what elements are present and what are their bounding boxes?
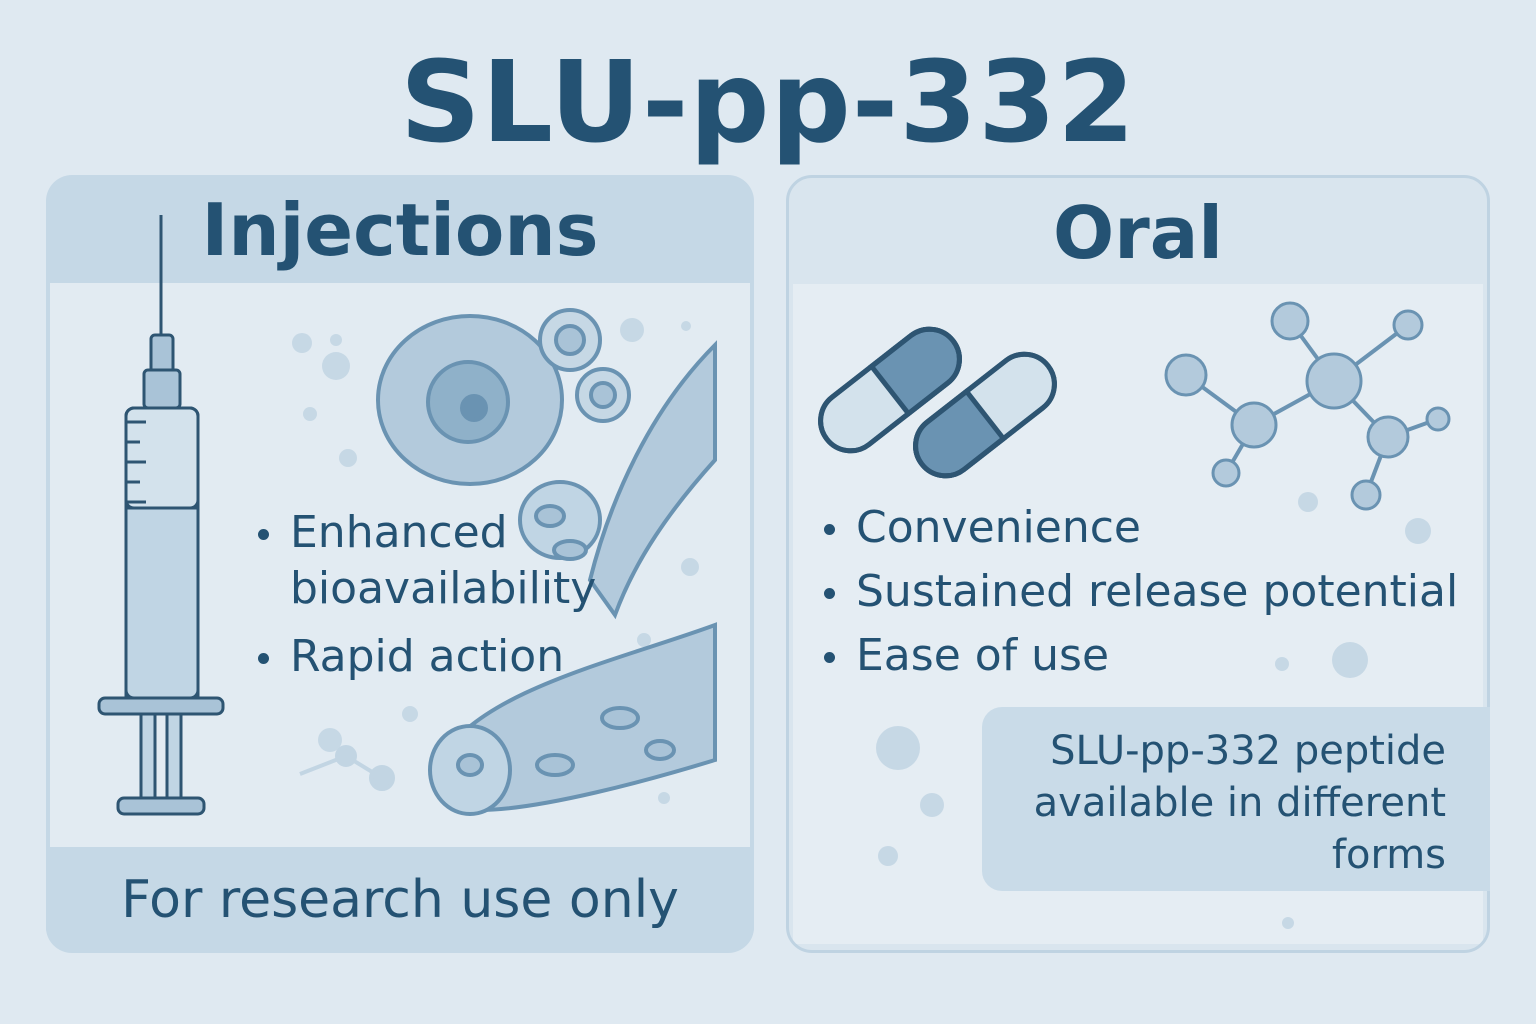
injections-benefits-list: Enhanced bioavailability Rapid action <box>256 505 616 697</box>
oral-benefits-list: Convenience Sustained release potential … <box>822 500 1502 692</box>
list-item: Ease of use <box>822 628 1502 684</box>
syringe-icon <box>97 215 225 816</box>
availability-note: SLU-pp-332 peptide available in differen… <box>982 707 1490 891</box>
page-title: SLU-pp-332 <box>399 38 1137 168</box>
injections-heading: Injections <box>201 188 599 272</box>
research-use-footer: For research use only <box>46 847 754 953</box>
molecule-icon <box>1164 301 1451 511</box>
oral-heading: Oral <box>1053 191 1223 275</box>
capsule-icon <box>818 326 1057 479</box>
list-item: Rapid action <box>256 629 616 685</box>
blood-vessel-icon <box>428 340 717 816</box>
list-item: Convenience <box>822 500 1502 556</box>
cell-icon <box>376 308 631 486</box>
list-item: Sustained release potential <box>822 564 1502 620</box>
list-item: Enhanced bioavailability <box>256 505 616 617</box>
